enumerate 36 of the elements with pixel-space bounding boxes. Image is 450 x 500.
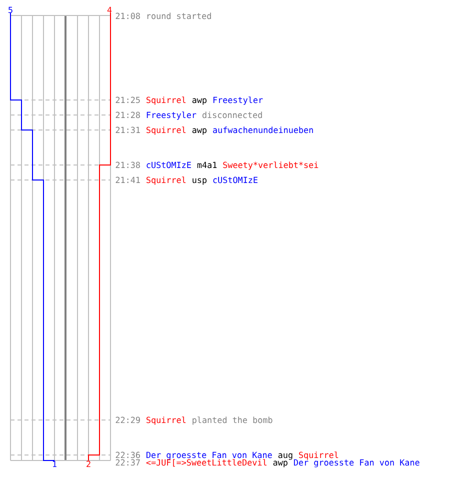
count-label: 5 (8, 6, 12, 14)
event-text: planted the bomb (192, 416, 272, 425)
timestamp: 21:08 (116, 12, 140, 20)
count-label: 1 (52, 460, 56, 467)
player-name: <=JUF[=>SweetLittleDevil (146, 459, 266, 467)
player-name: Squirrel (146, 96, 186, 105)
weapon-name: m4a1 (197, 162, 217, 168)
player-name: Squirrel (146, 416, 186, 425)
count-label: 4 (107, 6, 112, 13)
player-name: Squirrel (146, 126, 186, 135)
timestamp: 22:36 (116, 452, 140, 458)
weapon-name: awp (192, 128, 207, 135)
player-name: cUStOMIzE (146, 162, 191, 168)
player-name: Der groesste Fan von Kane (146, 452, 272, 460)
weapon-name: awp (192, 98, 207, 105)
player-name: aufwachenundeinueben (213, 126, 313, 134)
event-text: round started (147, 12, 211, 20)
player-name: Sweety*verliebt*sei (223, 162, 318, 170)
timestamp: 22:37 (116, 459, 140, 466)
timestamp: 21:41 (116, 176, 140, 183)
event-text: disconnected (202, 112, 262, 118)
weapon-name: usp (192, 178, 207, 185)
player-name: Squirrel (146, 176, 186, 185)
weapon-name: awp (273, 460, 288, 468)
player-name: cUStOMIzE (213, 176, 258, 184)
player-name: Freestyler (213, 96, 263, 105)
timestamp: 21:38 (116, 162, 140, 168)
timestamp: 21:28 (116, 112, 140, 118)
timestamp: 21:31 (116, 126, 140, 134)
player-name: Der groesste Fan von Kane (294, 459, 420, 468)
player-name: Freestyler (146, 112, 196, 120)
player-name: Squirrel (299, 452, 338, 460)
count-label: 2 (86, 460, 90, 467)
timestamp: 21:25 (116, 96, 140, 104)
timestamp: 22:29 (116, 416, 140, 424)
weapon-name: aug (278, 453, 292, 460)
